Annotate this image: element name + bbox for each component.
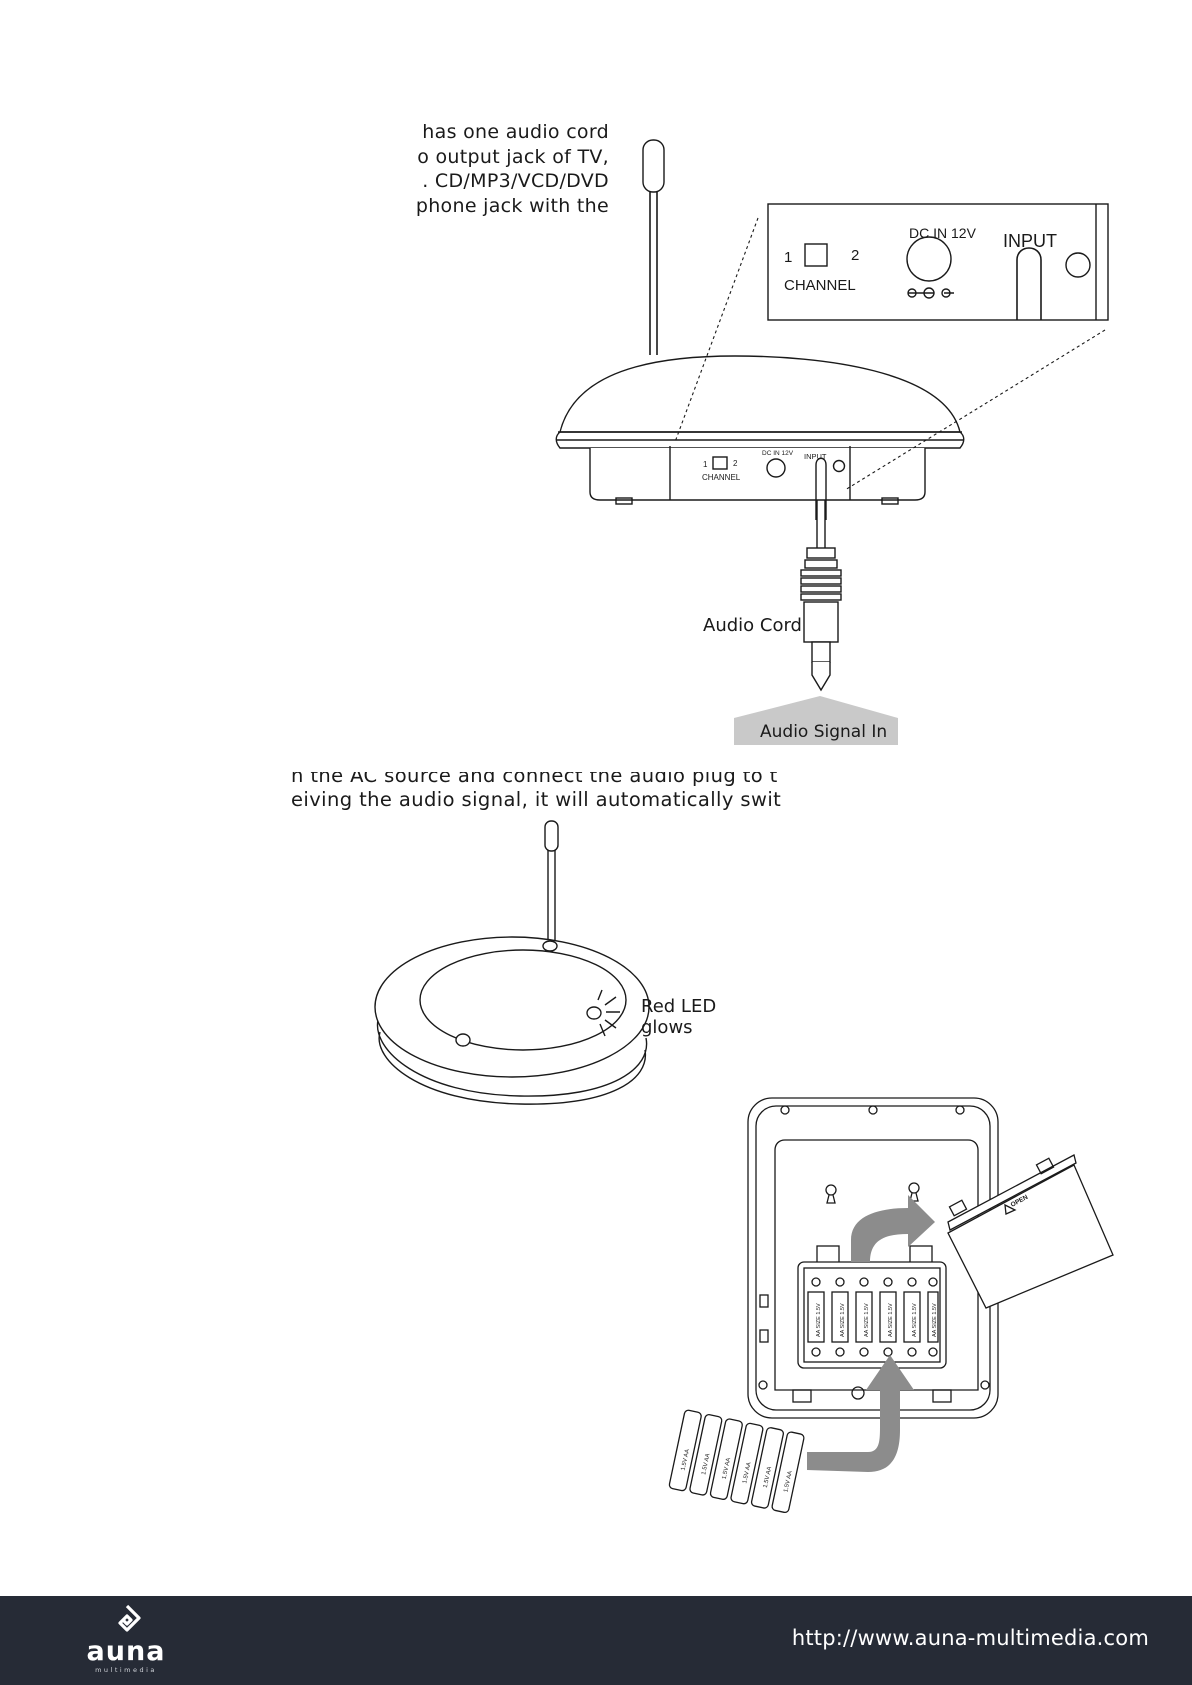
zoom-input-label: INPUT [1003,231,1057,251]
led-label-line2: glows [641,1017,693,1038]
audio-cord-label: Audio Cord [703,615,802,636]
base-input-label: INPUT [804,452,827,461]
loose-battery-label: 1.5V AA [742,1462,752,1484]
text-line: phone jack with the [415,194,609,217]
brand-logo: auna multimedia [70,1604,182,1678]
cell-label: AA SIZE 1.5V [888,1303,894,1337]
loose-battery-label: 1.5V AA [722,1457,732,1479]
arrow-icon [807,1355,914,1472]
loose-battery-label: 1.5V AA [763,1466,773,1488]
text-line: eiving the audio signal, it will automat… [291,788,781,811]
text-line: n the AC source and connect the audio pl… [291,772,778,787]
arrow-icon [851,1195,935,1262]
cell-label: AA SIZE 1.5V [912,1303,918,1337]
loose-battery-label: 1.5V AA [681,1449,691,1471]
text-line: has one audio cord [422,121,609,143]
base-channel-label: CHANNEL [702,473,741,482]
audio-signal-in-label: Audio Signal In [760,722,887,742]
audio-signal-in-shape [734,696,898,745]
logo-mark-icon [118,1604,141,1632]
website-url[interactable]: http://www.auna-multimedia.com [791,1626,1149,1650]
manual-text-block-1: has one audio cord o output jack of TV, … [409,120,609,220]
zoom-dc-in-label: DC IN 12V [909,225,977,241]
led-label-line1: Red LED [641,996,716,1017]
base-channel-1: 1 [703,460,708,469]
footer-bar: auna multimedia http://www.auna-multimed… [0,1596,1192,1685]
cell-label: AA SIZE 1.5V [864,1303,870,1337]
loose-battery-label: 1.5V AA [701,1453,711,1475]
battery-figure: OPEN AA SIZE 1.5V AA SIZE 1.5V AA SIZE 1… [668,1097,1114,1514]
text-line: . CD/MP3/VCD/DVD [422,170,609,192]
zoom-channel-2: 2 [851,247,859,264]
brand-subtitle: multimedia [95,1666,157,1674]
cell-label: AA SIZE 1.5V [932,1303,938,1337]
transmitter-figure: 1 2 CHANNEL DC IN 12V INPUT 1 2 CHANNEL … [555,139,1109,745]
zoom-channel-1: 1 [784,249,792,266]
loose-battery-label: 1.5V AA [783,1470,793,1492]
receiver-figure: Red LED glows [374,820,716,1105]
base-dc-in-label: DC IN 12V [762,450,794,457]
manual-text-block-2: n the AC source and connect the audio pl… [291,772,781,818]
text-line: o output jack of TV, [417,145,609,168]
zoom-channel-label: CHANNEL [784,277,856,294]
base-channel-2: 2 [733,459,738,468]
cell-label: AA SIZE 1.5V [816,1303,822,1337]
cell-label: AA SIZE 1.5V [840,1303,846,1337]
brand-name: auna [86,1636,166,1667]
